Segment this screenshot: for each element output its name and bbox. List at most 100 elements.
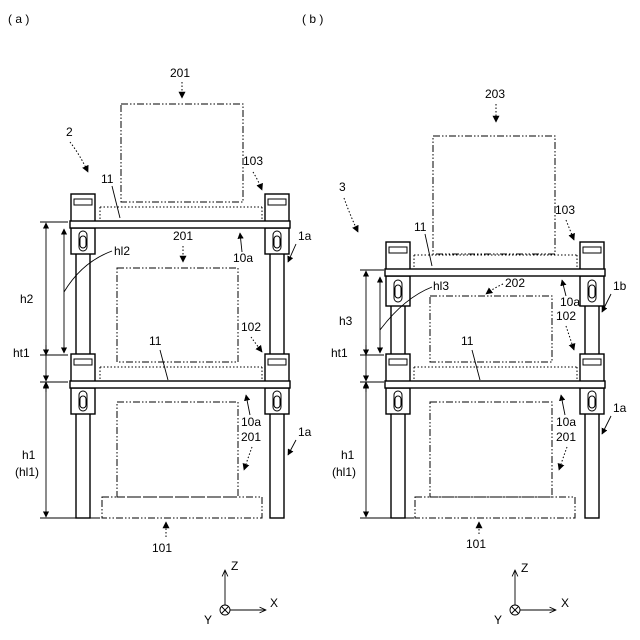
label-clearance-upper: hl3 (433, 279, 449, 293)
connector-mid-right-lower (580, 388, 604, 414)
axis-label-z: Z (231, 559, 238, 573)
leader-lower-shelf-load (244, 447, 252, 470)
label-height-lower-alt: (hl1) (15, 465, 39, 479)
connector-top-right-upper (580, 242, 604, 270)
leader-flange-upper (240, 233, 242, 252)
lower-shelf-load-box (430, 402, 552, 497)
base-pallet (102, 497, 262, 518)
label-beam-lower: 11 (461, 334, 474, 348)
panel-b: ( b ) (302, 12, 627, 551)
label-post-upper: 1a (298, 229, 312, 243)
leader-upper-frame (566, 220, 574, 240)
connector-top-right-lower (265, 228, 289, 254)
left-post-upper (391, 304, 405, 358)
leader-assembly (344, 198, 358, 232)
right-post-lower (585, 412, 599, 518)
upper-shelf-load-box (430, 296, 552, 362)
axis-label-x: X (561, 596, 569, 610)
label-post-lower: 1a (613, 401, 627, 415)
top-load-box (121, 104, 243, 202)
panel-a-tag: ( a ) (8, 12, 29, 26)
label-flange-middle: 10a (556, 415, 576, 429)
lower-beam (385, 381, 605, 388)
base-pallet (415, 497, 575, 518)
leader-upper-shelf-load (486, 284, 503, 294)
connector-mid-left-upper (386, 354, 410, 382)
label-top-load: 201 (170, 66, 190, 80)
left-post-lower (76, 412, 90, 518)
upper-beam (385, 269, 605, 276)
label-clearance-upper: hl2 (114, 244, 130, 258)
connector-mid-right-upper (580, 354, 604, 382)
panel-a: ( a ) (8, 12, 312, 555)
label-top-load: 203 (485, 87, 505, 101)
label-upper-shelf-load: 201 (173, 229, 193, 243)
leader-flange-middle (561, 395, 565, 415)
label-upper-shelf-load: 202 (505, 276, 525, 290)
leader-assembly (70, 142, 88, 172)
leader-middle-frame (251, 337, 262, 352)
label-flange-upper: 10a (233, 251, 253, 265)
label-base: 101 (466, 537, 486, 551)
right-post-upper (270, 252, 284, 358)
label-lower-shelf-load: 201 (556, 430, 576, 444)
label-height-lower: h1 (22, 448, 36, 462)
lower-beam (70, 381, 290, 388)
connector-top-left-upper (71, 194, 95, 222)
label-height-lower: h1 (341, 448, 355, 462)
connector-mid-left-lower (71, 388, 95, 414)
axes-b: Z X Y (494, 561, 569, 627)
label-assembly: 3 (339, 180, 346, 194)
label-thickness: ht1 (13, 346, 30, 360)
leader-post-lower (602, 416, 611, 434)
upper-beam (70, 221, 290, 228)
leader-beam-lower (160, 350, 168, 380)
left-post-upper (76, 252, 90, 358)
label-post-upper: 1b (613, 279, 627, 293)
connector-mid-left-upper (71, 354, 95, 382)
leader-middle-frame (566, 326, 574, 350)
label-base: 101 (152, 541, 172, 555)
lower-shelf-load-box (117, 402, 238, 497)
axes-a: Z X Y (204, 559, 278, 627)
connector-mid-right-lower (265, 388, 289, 414)
label-height-upper: h2 (20, 292, 34, 306)
axis-label-z: Z (521, 561, 528, 575)
label-assembly: 2 (66, 125, 73, 139)
label-upper-frame: 103 (555, 203, 575, 217)
label-middle-frame: 102 (556, 309, 576, 323)
right-post-lower (270, 412, 284, 518)
connector-top-left-lower (71, 228, 95, 254)
label-flange-upper: 10a (560, 295, 580, 309)
label-height-lower-alt: (hl1) (332, 465, 356, 479)
connector-mid-right-upper (265, 354, 289, 382)
label-beam-upper: 11 (414, 220, 427, 234)
connector-mid-left-lower (386, 388, 410, 414)
connector-top-right-upper (265, 194, 289, 222)
leader-beam-upper (112, 186, 120, 218)
label-lower-shelf-load: 201 (241, 430, 261, 444)
label-post-lower: 1a (298, 425, 312, 439)
leader-beam-upper (425, 234, 432, 266)
panel-b-tag: ( b ) (302, 12, 323, 26)
label-height-upper: h3 (339, 314, 353, 328)
leader-upper-frame (253, 172, 262, 190)
left-post-lower (391, 412, 405, 518)
connector-top-left-upper (386, 242, 410, 270)
leader-beam-lower (472, 350, 480, 380)
axis-label-y: Y (494, 613, 502, 627)
label-thickness: ht1 (331, 346, 348, 360)
axis-label-y: Y (204, 613, 212, 627)
axis-label-x: X (270, 596, 278, 610)
label-flange-middle: 10a (241, 415, 261, 429)
label-middle-frame: 102 (241, 320, 261, 334)
label-upper-frame: 103 (243, 154, 263, 168)
label-beam-upper: 11 (101, 172, 114, 186)
label-beam-lower: 11 (149, 334, 162, 348)
leader-lower-shelf-load (559, 447, 567, 470)
leader-flange-upper (562, 280, 566, 296)
leader-post-lower (288, 440, 296, 455)
right-post-upper (585, 304, 599, 358)
upper-shelf-load-box (117, 268, 238, 362)
